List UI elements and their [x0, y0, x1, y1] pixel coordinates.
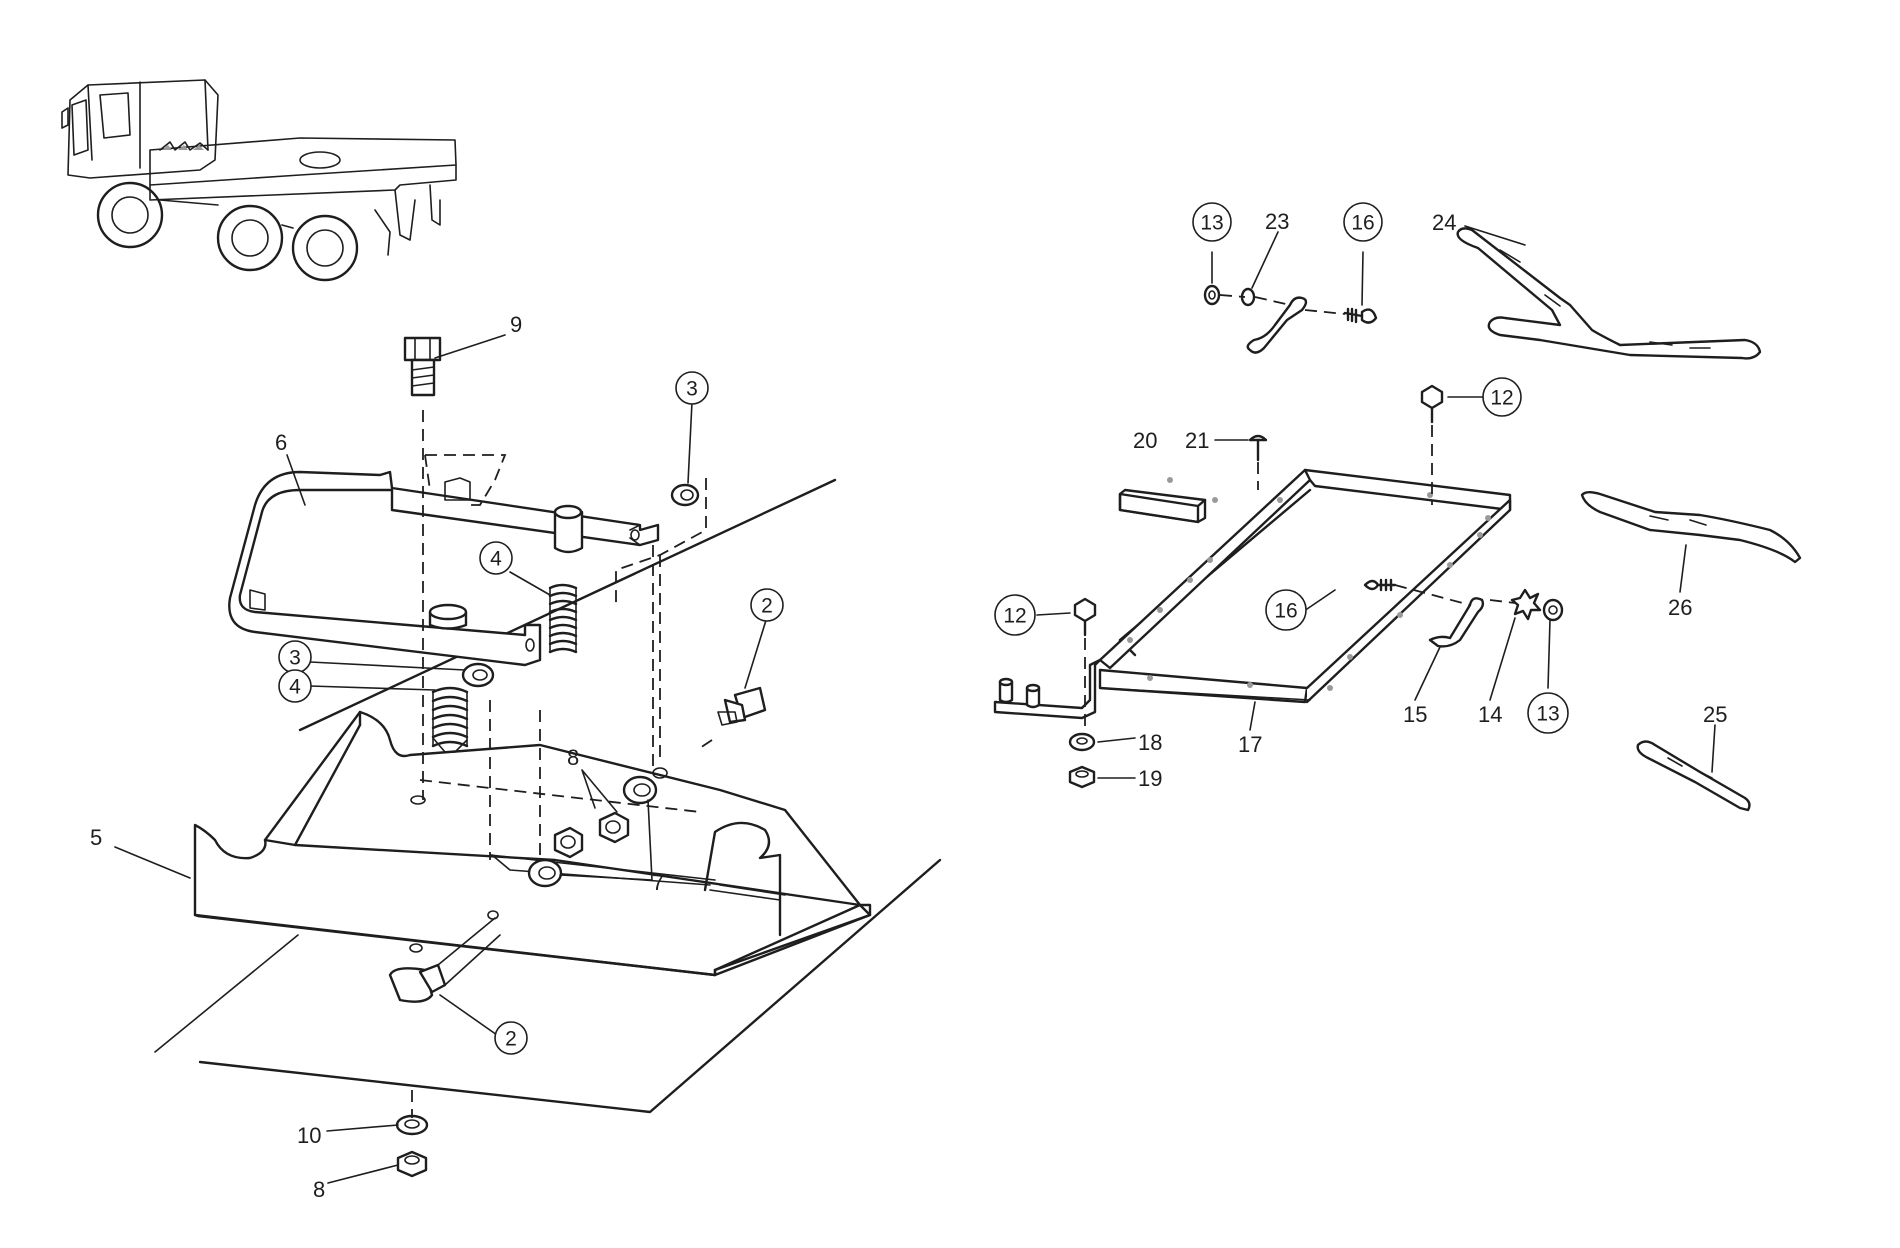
callout-13-right: 13 [1527, 692, 1569, 734]
washer-7-a [527, 858, 563, 888]
screw-16-top [1343, 307, 1378, 324]
callout-14: 14 [1478, 702, 1502, 727]
spring-4-lower [431, 686, 469, 753]
callout-16-middle: 16 [1265, 589, 1307, 631]
clip-23-bracket [1246, 296, 1308, 354]
callout-3-lower: 3 [278, 640, 312, 674]
washer-3-upper [670, 483, 700, 507]
truck-illustration [61, 79, 457, 282]
callout-20: 20 [1133, 428, 1157, 453]
callout-2-lower-text: 2 [505, 1028, 517, 1051]
callout-17: 17 [1238, 732, 1262, 757]
washer-10 [395, 1114, 429, 1136]
callout-6: 6 [275, 430, 287, 455]
washer-18 [1068, 732, 1096, 752]
callout-2-lower: 2 [494, 1021, 528, 1055]
callout-8-bottom: 8 [313, 1177, 325, 1202]
callout-13-top: 13 [1192, 202, 1232, 242]
callout-3-upper: 3 [675, 371, 709, 405]
bolt-12-top [1420, 384, 1444, 424]
callout-16-top-text: 16 [1351, 212, 1374, 235]
right-alignment-lines [1084, 294, 1516, 735]
callout-12-left-text: 12 [1003, 605, 1026, 628]
bolt-9 [403, 336, 442, 397]
callout-7: 7 [652, 870, 664, 895]
callout-4-upper-text: 4 [490, 548, 502, 571]
frame-6 [228, 454, 660, 667]
callout-4-lower-text: 4 [289, 676, 301, 699]
callout-10: 10 [297, 1123, 321, 1148]
bolt-12-left [1073, 597, 1097, 637]
nut-8-b [598, 811, 630, 844]
star-washer-14 [1510, 588, 1542, 621]
leader-lines [114, 225, 1716, 1184]
nut-19 [1068, 765, 1096, 789]
washer-3-lower [461, 662, 495, 688]
callout-9: 9 [510, 312, 522, 337]
mounting-plate [154, 478, 942, 1114]
left-alignment-lines [411, 410, 713, 1118]
strap-26 [1580, 491, 1802, 564]
pad-20 [1118, 488, 1207, 524]
nut-13-right [1542, 598, 1564, 622]
callout-26: 26 [1668, 595, 1692, 620]
callout-19: 19 [1138, 766, 1162, 791]
callout-13-right-text: 13 [1536, 703, 1559, 726]
base-tray-5 [193, 710, 872, 977]
callout-21: 21 [1185, 428, 1209, 453]
callout-5: 5 [90, 825, 102, 850]
callout-16-top: 16 [1343, 202, 1383, 242]
callout-23: 23 [1265, 209, 1289, 234]
callout-4-lower: 4 [278, 669, 312, 703]
screw-16-middle [1363, 578, 1397, 592]
bolt-2-right [717, 686, 767, 726]
callout-8-center: 8 [567, 745, 579, 770]
callout-15: 15 [1403, 702, 1427, 727]
spring-4-upper [548, 583, 578, 654]
callout-4-upper: 4 [479, 541, 513, 575]
nut-8-a [553, 826, 584, 859]
clip-15 [1428, 597, 1485, 648]
nut-13-top [1203, 284, 1221, 306]
bolt-2-lower [388, 910, 501, 1003]
tray-17 [993, 468, 1512, 720]
screw-21 [1248, 434, 1268, 462]
strap-24 [1456, 227, 1762, 360]
callout-12-top-text: 12 [1490, 387, 1513, 410]
callout-3-upper-text: 3 [686, 378, 698, 401]
callout-2-right: 2 [750, 588, 784, 622]
callout-16-middle-text: 16 [1274, 600, 1297, 623]
callout-12-left: 12 [994, 594, 1036, 636]
callout-25: 25 [1703, 702, 1727, 727]
strap-25 [1636, 740, 1751, 812]
callout-18: 18 [1138, 730, 1162, 755]
callout-3-lower-text: 3 [289, 647, 301, 670]
callout-12-top: 12 [1482, 377, 1522, 417]
nut-8-bottom [396, 1150, 428, 1178]
washer-7-b [622, 775, 658, 805]
callout-13-top-text: 13 [1200, 212, 1223, 235]
callout-24: 24 [1432, 210, 1456, 235]
callout-2-right-text: 2 [761, 595, 773, 618]
